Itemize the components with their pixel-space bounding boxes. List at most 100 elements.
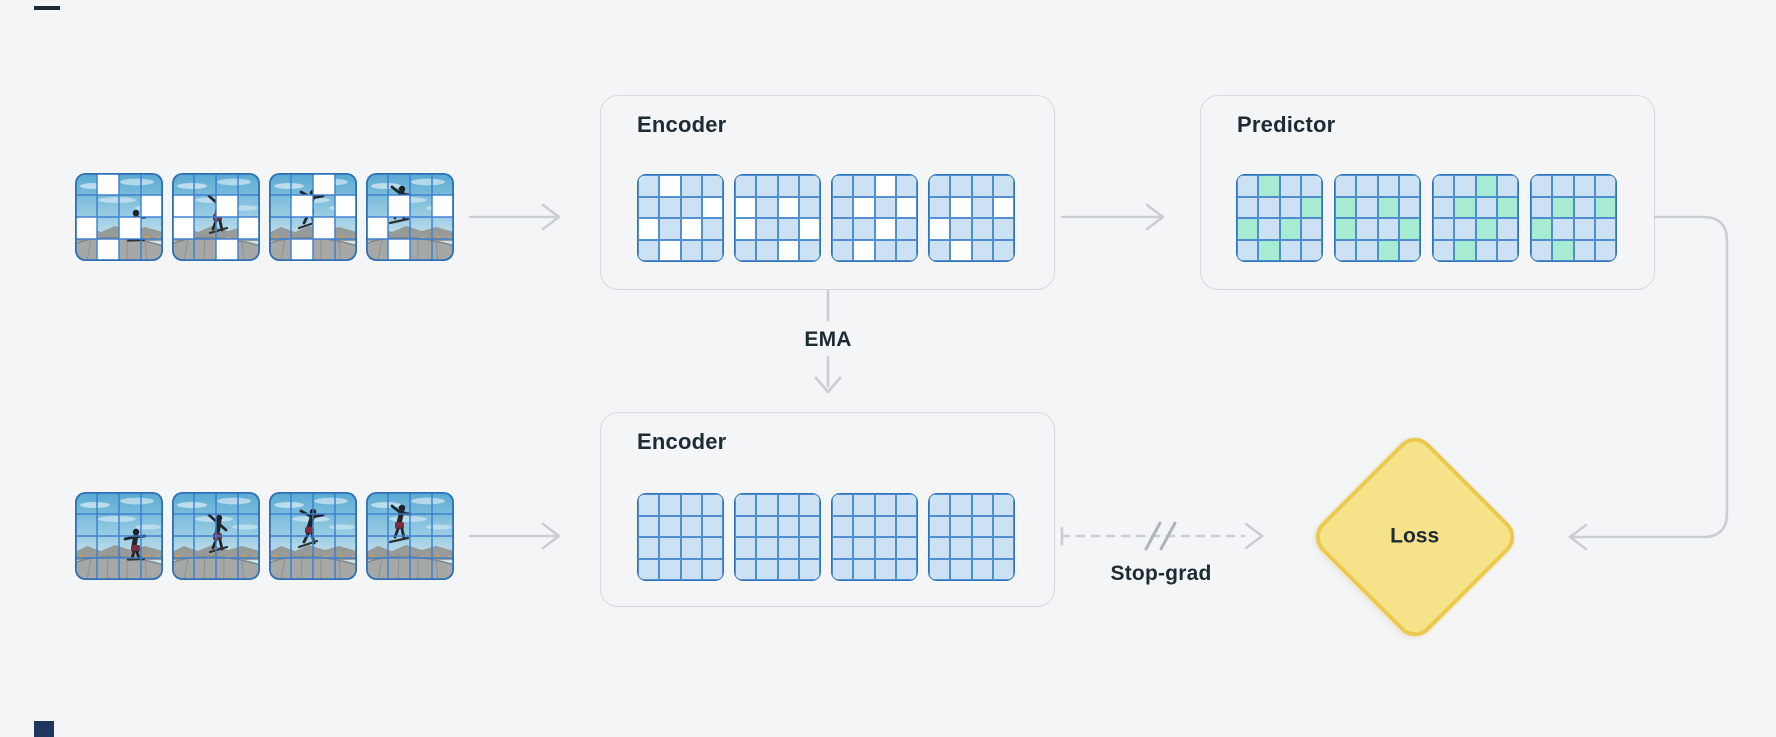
slide-corner-mark-bottom <box>34 721 54 737</box>
token-cell <box>1300 218 1322 240</box>
token-cell <box>777 175 799 197</box>
token-cell <box>950 494 972 516</box>
token-cell <box>1398 218 1420 240</box>
token-cell <box>701 515 723 537</box>
token-cell <box>777 515 799 537</box>
token-cell <box>735 558 757 580</box>
token-cell <box>735 196 757 218</box>
token-cell <box>874 494 896 516</box>
token-cell <box>971 494 993 516</box>
token-cell <box>950 239 972 261</box>
encoder-token-grid <box>734 174 821 262</box>
encoder-token-grid <box>831 493 918 581</box>
token-cell <box>853 494 875 516</box>
token-cell <box>1454 239 1476 261</box>
token-cell <box>832 558 854 580</box>
token-cell <box>853 239 875 261</box>
token-cell <box>798 494 820 516</box>
token-cell <box>701 218 723 240</box>
token-cell <box>950 175 972 197</box>
token-cell <box>659 175 681 197</box>
token-cell <box>992 494 1014 516</box>
token-cell <box>638 494 660 516</box>
token-cell <box>680 558 702 580</box>
token-cell <box>1258 218 1280 240</box>
token-cell <box>1398 196 1420 218</box>
token-cell <box>895 218 917 240</box>
token-cell <box>1335 239 1357 261</box>
token-cell <box>1433 196 1455 218</box>
token-cell <box>777 558 799 580</box>
token-cell <box>1300 239 1322 261</box>
token-cell <box>1279 239 1301 261</box>
token-cell <box>798 537 820 559</box>
token-cell <box>832 515 854 537</box>
token-cell <box>1531 239 1553 261</box>
token-cell <box>992 175 1014 197</box>
token-cell <box>1258 175 1280 197</box>
token-cell <box>929 175 951 197</box>
token-cell <box>756 558 778 580</box>
stop-grad-label: Stop-grad <box>1110 562 1212 585</box>
token-cell <box>1454 175 1476 197</box>
predictor-token-grids <box>1236 174 1617 262</box>
token-cell <box>638 175 660 197</box>
token-cell <box>971 537 993 559</box>
loss-label: Loss <box>1390 524 1440 548</box>
full-video-frames <box>75 492 454 580</box>
token-cell <box>1552 175 1574 197</box>
token-cell <box>929 537 951 559</box>
token-cell <box>680 175 702 197</box>
encoder-token-grid <box>928 493 1015 581</box>
token-cell <box>1454 196 1476 218</box>
video-frame <box>366 492 454 580</box>
token-cell <box>992 515 1014 537</box>
predictor-token-grid <box>1432 174 1519 262</box>
token-cell <box>798 175 820 197</box>
token-cell <box>971 218 993 240</box>
predictor-token-grid <box>1530 174 1617 262</box>
token-cell <box>659 239 681 261</box>
token-cell <box>971 515 993 537</box>
token-cell <box>680 196 702 218</box>
token-cell <box>1496 239 1518 261</box>
token-cell <box>777 196 799 218</box>
token-cell <box>895 558 917 580</box>
token-cell <box>895 175 917 197</box>
stop-grad-slash-icon <box>1159 521 1177 551</box>
token-cell <box>638 558 660 580</box>
token-cell <box>659 494 681 516</box>
token-cell <box>853 558 875 580</box>
token-cell <box>1377 218 1399 240</box>
token-cell <box>756 537 778 559</box>
token-cell <box>735 494 757 516</box>
ema-label: EMA <box>804 328 852 351</box>
encoder-token-grid <box>637 174 724 262</box>
token-cell <box>832 239 854 261</box>
token-cell <box>895 239 917 261</box>
token-cell <box>1356 196 1378 218</box>
masked-video-frame <box>172 173 260 261</box>
predictor-token-grid <box>1236 174 1323 262</box>
token-cell <box>874 239 896 261</box>
token-cell <box>1279 175 1301 197</box>
token-cell <box>701 558 723 580</box>
token-cell <box>950 537 972 559</box>
token-cell <box>777 494 799 516</box>
token-cell <box>1279 218 1301 240</box>
token-cell <box>929 515 951 537</box>
masked-video-frame <box>269 173 357 261</box>
token-cell <box>1552 196 1574 218</box>
video-frame <box>172 492 260 580</box>
token-cell <box>735 175 757 197</box>
token-cell <box>1433 239 1455 261</box>
token-cell <box>1594 218 1616 240</box>
token-cell <box>1433 175 1455 197</box>
token-cell <box>992 537 1014 559</box>
slide-corner-mark <box>34 6 60 10</box>
token-cell <box>1300 196 1322 218</box>
token-cell <box>659 515 681 537</box>
token-cell <box>929 239 951 261</box>
token-cell <box>895 494 917 516</box>
token-cell <box>1356 218 1378 240</box>
